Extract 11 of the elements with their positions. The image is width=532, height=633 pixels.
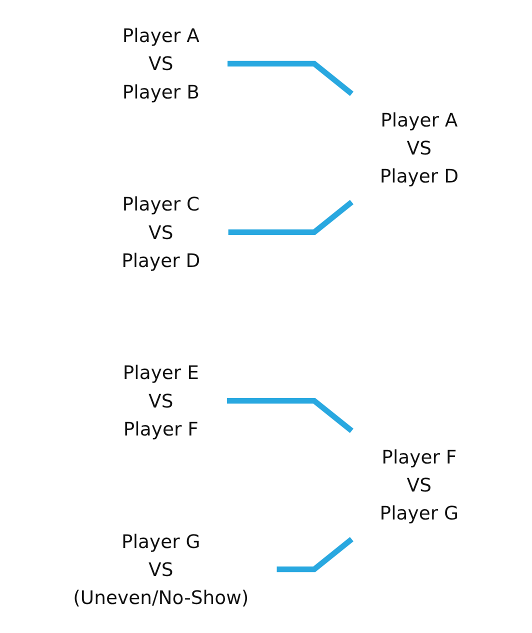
connector [276,537,354,572]
node-text: Player C VS Player D [122,192,200,272]
connector [228,200,354,236]
node-text: Player F VS Player G [380,446,459,524]
node-text: Player A VS Player B [122,24,200,104]
node-text: Player E VS Player F [123,361,200,440]
node-text: Player A VS Player D [380,108,459,188]
connector [227,398,354,434]
bracket-diagram: Player A VS Player B Player C VS Player D Player A VS Player D Player E VS Player F Player G VS (Uneven/No-Show) Player F VS Player G [22,0,510,633]
connector [228,60,354,96]
node-text: Player G VS (Uneven/No-Show) [73,530,249,609]
